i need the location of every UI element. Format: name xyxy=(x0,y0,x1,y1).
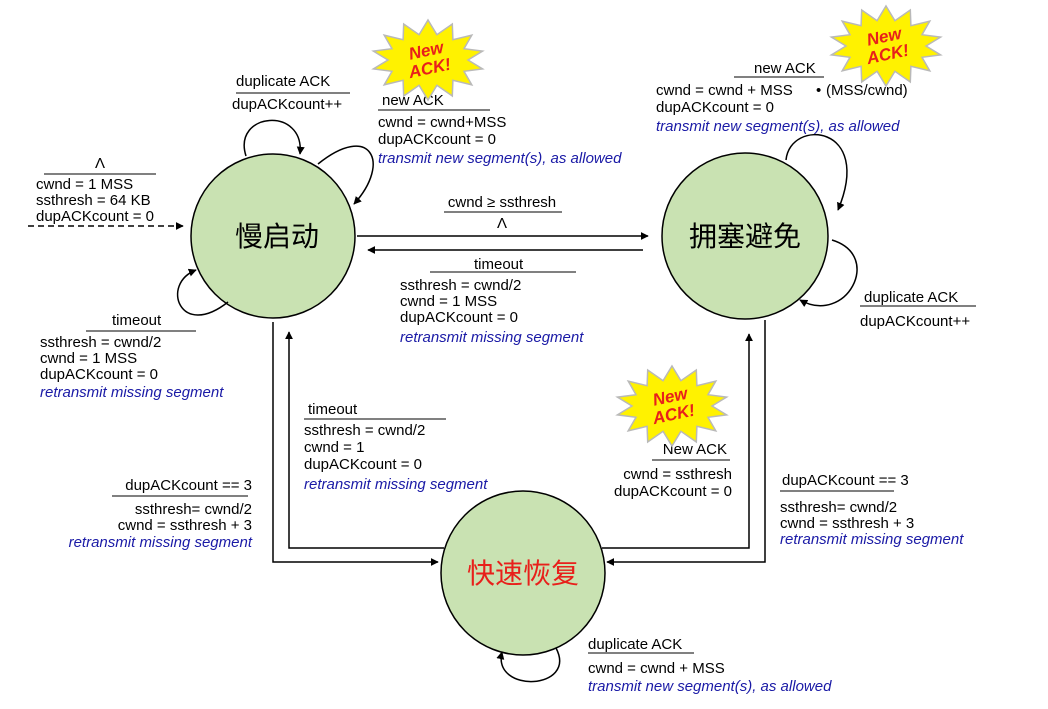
ss-timeout-action-1: ssthresh = cwnd/2 xyxy=(40,334,161,351)
arrow-ca-to-fr xyxy=(606,320,766,566)
arrow-ca-newack-loop xyxy=(785,133,848,211)
fr-to-ss-action-1: ssthresh = cwnd/2 xyxy=(304,422,425,439)
ca-to-fr-action-3: retransmit missing segment xyxy=(780,531,964,548)
label-ca-to-ss: timeout ssthresh = cwnd/2 cwnd = 1 MSS d… xyxy=(400,256,584,346)
transition-arrows xyxy=(28,119,858,683)
fr-to-ca-action-2: dupACKcount = 0 xyxy=(614,483,732,500)
label-ca-to-fr: dupACKcount == 3 ssthresh= cwnd/2 cwnd =… xyxy=(780,472,964,548)
ca-to-ss-action-3: dupACKcount = 0 xyxy=(400,309,518,326)
arrow-fr-to-ca xyxy=(602,333,753,549)
label-ss-to-ca: cwnd ≥ ssthresh Λ xyxy=(448,194,556,232)
label-ss-new-ack: new ACK cwnd = cwnd+MSS dupACKcount = 0 … xyxy=(378,92,622,167)
arrow-ss-newack-loop xyxy=(317,145,374,205)
arrow-ss-to-fr xyxy=(272,322,439,566)
ss-to-ca-action-1: Λ xyxy=(497,215,507,232)
ca-newack-event: new ACK xyxy=(754,60,816,77)
fr-to-ss-event: timeout xyxy=(308,401,358,418)
label-ss-to-fr: dupACKcount == 3 ssthresh= cwnd/2 cwnd =… xyxy=(69,477,253,551)
ca-newack-action-1-tail: (MSS/cwnd) xyxy=(826,82,908,99)
init-action-1: cwnd = 1 MSS xyxy=(36,176,133,193)
init-event: Λ xyxy=(95,155,105,172)
arrow-ss-timeout-loop xyxy=(176,268,229,316)
ca-dup-event: duplicate ACK xyxy=(864,289,958,306)
ca-to-fr-action-2: cwnd = ssthresh + 3 xyxy=(780,515,914,532)
arrow-fr-dup-loop xyxy=(496,647,561,683)
state-label-congestion-avoidance: 拥塞避免 xyxy=(689,220,801,253)
ca-dup-action-1: dupACKcount++ xyxy=(860,313,970,330)
ss-to-fr-action-2: cwnd = ssthresh + 3 xyxy=(118,517,252,534)
ca-newack-action-2: dupACKcount = 0 xyxy=(656,99,774,116)
fr-dup-action-2: transmit new segment(s), as allowed xyxy=(588,678,832,695)
fr-to-ca-action-1: cwnd = ssthresh xyxy=(623,466,732,483)
ca-newack-action-1-dot: • xyxy=(816,82,821,99)
ca-to-ss-action-1: ssthresh = cwnd/2 xyxy=(400,277,521,294)
state-label-slow-start: 慢启动 xyxy=(235,220,319,253)
ss-newack-action-1: cwnd = cwnd+MSS xyxy=(378,114,506,131)
fr-to-ss-action-4: retransmit missing segment xyxy=(304,476,488,493)
label-ca-dup-ack: duplicate ACK dupACKcount++ xyxy=(860,289,970,330)
label-dividers xyxy=(44,76,976,654)
state-fast-recovery: 快速恢复 xyxy=(440,490,606,656)
state-congestion-avoidance: 拥塞避免 xyxy=(661,152,829,320)
label-ss-timeout: timeout ssthresh = cwnd/2 cwnd = 1 MSS d… xyxy=(40,312,224,401)
new-ack-burst-congestion-avoidance: New ACK! xyxy=(829,4,943,88)
fr-to-ca-event: New ACK xyxy=(663,441,727,458)
ss-timeout-action-3: dupACKcount = 0 xyxy=(40,366,158,383)
ss-to-fr-event: dupACKcount == 3 xyxy=(125,477,252,494)
fr-to-ss-action-3: dupACKcount = 0 xyxy=(304,456,422,473)
ss-newack-action-3: transmit new segment(s), as allowed xyxy=(378,150,622,167)
ss-timeout-event: timeout xyxy=(112,312,162,329)
ss-timeout-action-2: cwnd = 1 MSS xyxy=(40,350,137,367)
label-ss-dup-ack: duplicate ACK dupACKcount++ xyxy=(232,73,342,113)
label-ca-new-ack: new ACK cwnd = cwnd + MSS • (MSS/cwnd) d… xyxy=(656,60,908,135)
ss-to-fr-action-1: ssthresh= cwnd/2 xyxy=(135,501,252,518)
fr-dup-event: duplicate ACK xyxy=(588,636,682,653)
ca-to-ss-action-2: cwnd = 1 MSS xyxy=(400,293,497,310)
ss-newack-action-2: dupACKcount = 0 xyxy=(378,131,496,148)
state-label-fast-recovery: 快速恢复 xyxy=(467,557,579,590)
arrow-ca-dup-loop xyxy=(799,239,858,308)
init-action-3: dupACKcount = 0 xyxy=(36,208,154,225)
label-fr-to-ss: timeout ssthresh = cwnd/2 cwnd = 1 dupAC… xyxy=(304,401,488,493)
ss-newack-event: new ACK xyxy=(382,92,444,109)
ca-newack-action-1: cwnd = cwnd + MSS xyxy=(656,82,793,99)
new-ack-burst-fast-recovery: New ACK! xyxy=(615,364,729,448)
ss-to-ca-event: cwnd ≥ ssthresh xyxy=(448,194,556,211)
arrow-fr-to-ss xyxy=(285,331,444,549)
label-fr-dup-ack: duplicate ACK cwnd = cwnd + MSS transmit… xyxy=(588,636,832,695)
label-fr-to-ca: New ACK cwnd = ssthresh dupACKcount = 0 xyxy=(614,441,732,500)
ca-to-fr-action-1: ssthresh= cwnd/2 xyxy=(780,499,897,516)
ca-to-ss-action-4: retransmit missing segment xyxy=(400,329,584,346)
label-initial: Λ cwnd = 1 MSS ssthresh = 64 KB dupACKco… xyxy=(36,155,154,225)
arrow-ss-dup-loop xyxy=(243,119,305,157)
fr-dup-action-1: cwnd = cwnd + MSS xyxy=(588,660,725,677)
new-ack-burst-slow-start: New ACK! xyxy=(371,18,485,102)
init-action-2: ssthresh = 64 KB xyxy=(36,192,151,209)
ss-timeout-action-4: retransmit missing segment xyxy=(40,384,224,401)
state-slow-start: 慢启动 xyxy=(190,153,356,319)
ss-dup-action-1: dupACKcount++ xyxy=(232,96,342,113)
ca-to-fr-event: dupACKcount == 3 xyxy=(782,472,909,489)
ss-dup-event: duplicate ACK xyxy=(236,73,330,90)
ca-newack-action-3: transmit new segment(s), as allowed xyxy=(656,118,900,135)
ss-to-fr-action-3: retransmit missing segment xyxy=(69,534,253,551)
ca-to-ss-event: timeout xyxy=(474,256,524,273)
fr-to-ss-action-2: cwnd = 1 xyxy=(304,439,364,456)
